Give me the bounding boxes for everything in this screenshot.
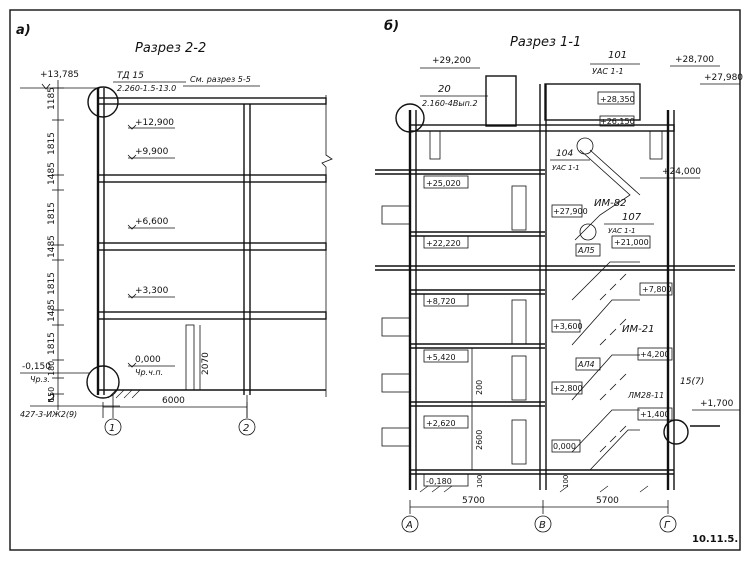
sheet-frame: [9, 9, 741, 551]
elev-minus-0180: -0,180: [426, 477, 452, 486]
node-104: 104: [556, 149, 573, 159]
elev-22220: +22,220: [426, 239, 461, 248]
axis-label-g: Г: [664, 520, 671, 531]
elev-13785: +13,785: [40, 70, 79, 80]
span-6000: 6000: [162, 396, 185, 406]
axis-marker-g: [659, 515, 677, 533]
elev-25020: +25,020: [426, 179, 461, 188]
node-101-spec: УАС 1-1: [592, 67, 624, 76]
elev-28700: +28,700: [675, 55, 714, 65]
machine-room: [544, 83, 641, 121]
node-107: 107: [622, 212, 642, 223]
panel-letter-b: б): [384, 19, 399, 34]
node-circle-bottom: [86, 365, 120, 399]
dim-200: 200: [475, 380, 484, 395]
door-opening: [185, 324, 195, 391]
elev-2800: +2,800: [553, 384, 583, 393]
span-right-5700: 5700: [596, 496, 619, 506]
node-circle-top: [87, 86, 119, 118]
elev-3600: +3,600: [553, 322, 583, 331]
elev-1400: +1,400: [640, 410, 670, 419]
dim-v-3: 1485: [47, 162, 57, 185]
dim-v-7: 1485: [47, 299, 57, 322]
axis-label-a: А: [405, 520, 413, 531]
label-im82: ИМ-82: [594, 198, 626, 209]
see-section-5-5: См. разрез 5-5: [190, 75, 251, 84]
panel-letter-a: а): [16, 23, 31, 38]
elev-29200: +29,200: [432, 56, 471, 66]
level-mark-chp: Чр.ч.п.: [135, 368, 163, 377]
axis-marker-v: [534, 515, 552, 533]
elev-3300: +3,300: [135, 286, 169, 296]
axis-marker-2: [238, 418, 256, 436]
elev-27900: +27,900: [553, 207, 588, 216]
elev-5420: +5,420: [426, 353, 456, 362]
dim-v-5: 1485: [47, 235, 57, 258]
dim-v-8: 1815: [47, 332, 57, 355]
dim-100b: 100: [562, 475, 570, 488]
elev-24000: +24,000: [662, 167, 701, 177]
axis-marker-a: [401, 515, 419, 533]
dim-2600: 2600: [475, 430, 484, 450]
elev-27980: +27,980: [704, 73, 743, 83]
axis-marker-1: [104, 418, 122, 436]
bottom-node-spec: 427-3-ИЖ2(9): [20, 410, 77, 419]
label-al5: АЛ5: [577, 246, 595, 255]
elev-0000: 0,000: [135, 355, 161, 365]
node-104-spec: УАС 1-1: [552, 164, 580, 172]
dim-v-4: 1815: [47, 202, 57, 225]
doors-left-bay: [511, 185, 527, 465]
dim-v-2: 1815: [47, 132, 57, 155]
elev-6600: +6,600: [135, 217, 169, 227]
node-20: 20: [438, 84, 451, 95]
elev-28350: +28,350: [600, 95, 635, 104]
floor-slabs: [97, 97, 327, 391]
level-mark-chz: Чр.з.: [30, 375, 50, 384]
elev-9900: +9,900: [135, 147, 169, 157]
elev-21000: +21,000: [614, 238, 649, 247]
elev-8720: +8,720: [426, 297, 456, 306]
dim-v-9: 180: [47, 361, 56, 376]
axis-label-1: 1: [109, 423, 115, 434]
dim-100a: 100: [476, 475, 484, 488]
elev-7800: +7,800: [642, 285, 672, 294]
elev-0000-right: 0,000: [553, 442, 576, 451]
elev-4200: +4,200: [640, 350, 670, 359]
node-ref-td15: ТД 15: [117, 71, 144, 81]
figure-number: 10.11.5.: [692, 534, 738, 545]
vent-block: [485, 75, 517, 127]
bottom-node-number: 2: [48, 392, 55, 405]
axis-label-2: 2: [243, 423, 249, 434]
section-2-2-title: Разрез 2-2: [135, 41, 206, 56]
node-20-spec: 2.160-4Вып.2: [422, 99, 478, 108]
elev-1700: +1,700: [700, 399, 734, 409]
stair-flights: [571, 149, 641, 471]
span-left-5700: 5700: [462, 496, 485, 506]
section-2-2: а) Разрез 2-2 1185 1815 1485 1815 1485 1…: [16, 23, 333, 436]
label-al4: АЛ4: [577, 360, 595, 369]
node-107-spec: УАС 1-1: [608, 227, 636, 235]
elev-2620: +2,620: [426, 419, 456, 428]
door-dim: 2070: [201, 352, 211, 375]
label-im21: ИМ-21: [622, 324, 654, 335]
dim-v-10: 150: [47, 387, 56, 402]
elev-12900: +12,900: [135, 118, 174, 128]
node-15: 15(7): [680, 377, 704, 387]
node-spec-left: 2.260-1.5-13.0: [117, 84, 176, 93]
section-1-1: б) Разрез 1-1 +29,200 101 УАС 1-1 +28,70…: [375, 19, 743, 533]
node-circle-15: [663, 419, 689, 445]
elev-26150: +26,150: [600, 117, 635, 126]
axis-label-v: В: [539, 520, 546, 531]
label-lm28: ЛМ28-11: [627, 391, 664, 400]
dim-v-6: 1815: [47, 272, 57, 295]
section-1-1-title: Разрез 1-1: [510, 35, 581, 50]
elev-minus-0150: -0,150: [22, 362, 51, 372]
dim-v-1: 1185: [47, 87, 57, 110]
node-101: 101: [608, 50, 627, 61]
